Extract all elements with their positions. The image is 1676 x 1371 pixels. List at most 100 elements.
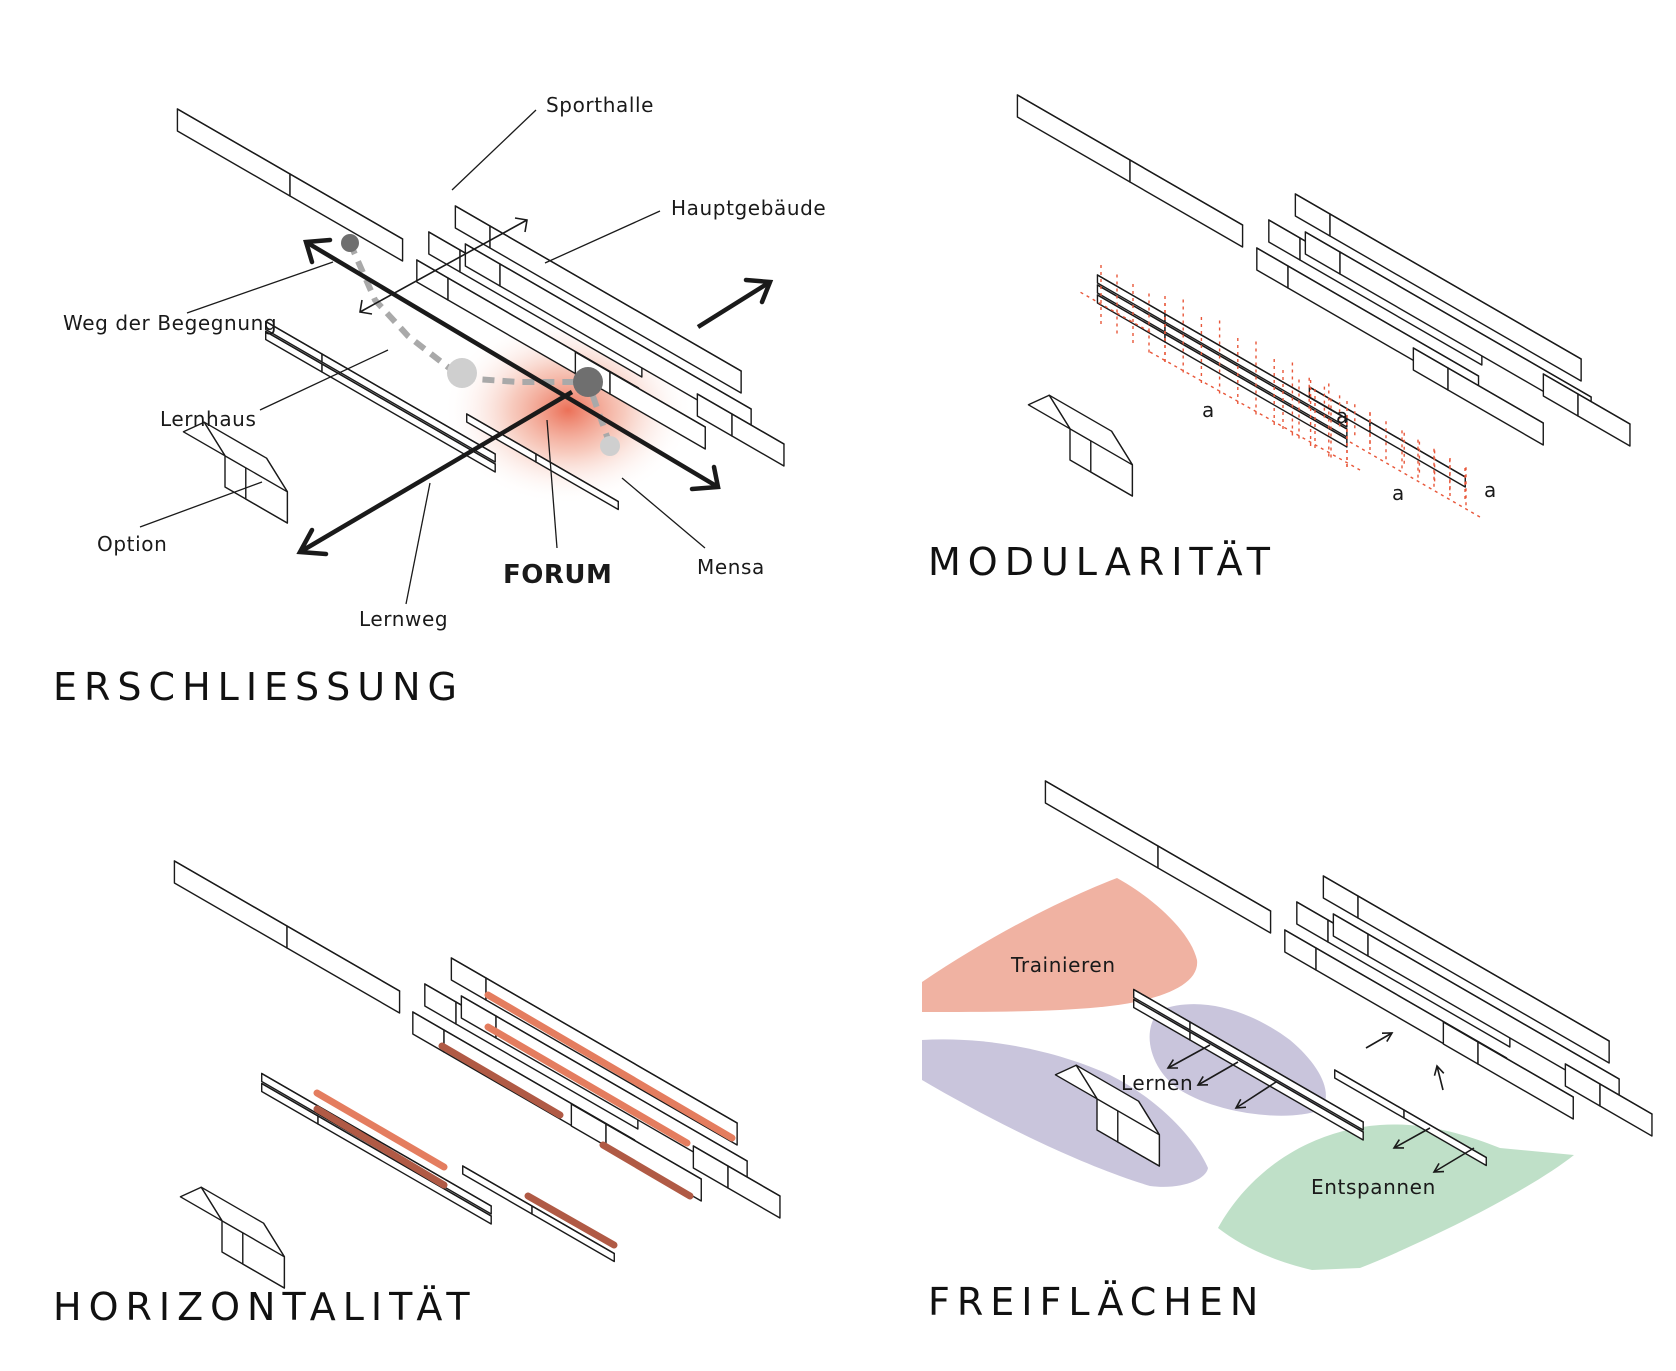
option-house-roof-side: [182, 421, 226, 457]
outward-arrows: [1166, 1032, 1475, 1173]
title-horizontalitaet: HORIZONTALITÄT: [53, 1285, 477, 1329]
label-option: Option: [97, 532, 167, 556]
option-house-roof-side: [179, 1186, 223, 1222]
haupt-bar-1-top: [454, 205, 742, 372]
haupt-bar-1-top: [450, 957, 738, 1124]
haupt-bar-1-side-left: [450, 957, 487, 1001]
label-weg-der-begegnung: Weg der Begegnung: [63, 311, 277, 335]
haupt-bar-1-side-left: [1294, 193, 1331, 237]
haupt-bar-1-side-left: [1322, 875, 1359, 919]
leader-mensa: [621, 477, 706, 549]
sporthalle-top: [1016, 94, 1244, 226]
label-forum: FORUM: [503, 560, 612, 590]
begegnung-dot-1: [341, 234, 359, 252]
arrow-mensa-sw: [1393, 1127, 1431, 1149]
arrow-lernen-3-head: [1234, 1098, 1247, 1109]
zone-label-trainieren: Trainieren: [1010, 953, 1116, 977]
lernhaus-mid-top: [1096, 284, 1348, 430]
haupt-bar-1-top: [1294, 193, 1582, 360]
lernhaus-mid-side-front: [1164, 323, 1348, 438]
haupt-bar-6-top: [574, 351, 706, 428]
main-axis-diagonal: [304, 240, 720, 489]
arrow-mensa-n-head: [1433, 1064, 1445, 1076]
sporthalle-side-front: [1129, 159, 1244, 248]
arrow-lernen-3: [1235, 1081, 1277, 1109]
label-lernhaus: Lernhaus: [160, 407, 256, 431]
module-label-a-1: a: [1202, 398, 1214, 422]
begegnung-dot-3: [573, 367, 603, 397]
arrowhead-nw: [303, 237, 333, 265]
panel-erschliessung: Sporthalle Hauptgebäude Weg der Begegnun…: [53, 93, 826, 709]
band-6: [599, 1141, 694, 1200]
grid-base-front: [1149, 351, 1361, 471]
haupt-bar-1-top: [1322, 875, 1610, 1042]
thin-axis: [359, 219, 528, 313]
lernhaus-lower-top: [1096, 294, 1348, 440]
panel-horizontalitaet: HORIZONTALITÄT: [53, 860, 781, 1329]
buildings-horizontalitaet: [173, 860, 781, 1289]
arrowhead-ne: [743, 277, 774, 305]
label-mensa: Mensa: [697, 555, 765, 579]
sporthalle-side-left: [1016, 94, 1131, 183]
band-7: [524, 1192, 618, 1249]
buildings-modularitaet: [1016, 94, 1631, 497]
haupt-bar-2-side-left: [424, 983, 457, 1025]
lernhaus-lower-top: [1133, 998, 1364, 1133]
lernhaus-upper-top: [265, 320, 496, 455]
arrow-lernen-1: [1167, 1044, 1211, 1069]
leader-option: [139, 481, 263, 528]
panel-modularitaet: a a a a MODULARITÄT: [928, 94, 1631, 584]
arrow-ne: [696, 280, 772, 329]
lernhaus-upper-top: [1096, 274, 1348, 420]
arrow-mensa-s: [1433, 1147, 1475, 1173]
haupt-bar-4-side-left: [1284, 929, 1317, 971]
arrow-mensa-s-head: [1432, 1162, 1445, 1173]
band-4: [313, 1089, 448, 1171]
option-house-roof-side: [1054, 1064, 1098, 1100]
haupt-bar-5-top: [692, 1145, 781, 1197]
module-grid: [1079, 264, 1481, 518]
zone-label-entspannen: Entspannen: [1311, 1175, 1436, 1199]
lernhaus-upper-top: [1133, 988, 1364, 1123]
lernhaus-lower-top: [261, 1082, 492, 1217]
module-label-a-4: a: [1484, 478, 1496, 502]
mensa-side-front: [531, 1205, 615, 1263]
haupt-bar-2-side-left: [1296, 901, 1329, 943]
haupt-bar-2-side-left: [1268, 219, 1301, 261]
title-modularitaet: MODULARITÄT: [928, 540, 1277, 584]
module-label-a-3: a: [1392, 481, 1404, 505]
zone-label-lernen: Lernen: [1121, 1071, 1193, 1095]
haupt-bar-6-side-left: [570, 1103, 607, 1147]
band-3: [438, 1042, 564, 1119]
haupt-bar-1-side-left: [454, 205, 491, 249]
panel-freiflaechen: Trainieren Lernen Entspannen FREIFLÄCHEN: [922, 780, 1653, 1324]
sporthalle-top: [176, 108, 404, 240]
mensa-top: [466, 413, 619, 503]
leader-weg: [186, 261, 334, 314]
mensa-top: [1334, 1069, 1487, 1159]
haupt-bar-5-top: [696, 393, 785, 445]
label-hauptgebaeude: Hauptgebäude: [671, 196, 826, 220]
haupt-bar-6-side-left: [1442, 1021, 1479, 1065]
haupt-bar-6-top: [1442, 1021, 1574, 1098]
leader-sporthalle: [451, 109, 537, 191]
band-1: [484, 991, 736, 1142]
arrow-lernen-ne: [1365, 1032, 1393, 1049]
leader-hauptgebaeude: [544, 210, 661, 264]
title-freiflaechen: FREIFLÄCHEN: [928, 1280, 1265, 1324]
haupt-bar-3-top: [460, 995, 748, 1162]
band-5: [313, 1105, 448, 1189]
haupt-bar-3-top: [464, 243, 752, 410]
arrow-lernen-1-head: [1166, 1059, 1179, 1069]
arrow-lernen-2: [1197, 1061, 1239, 1086]
lernweg-axis: [298, 390, 574, 554]
haupt-bar-4-side-left: [1256, 247, 1289, 289]
thin-arrowhead-sw: [359, 299, 373, 315]
begegnung-dot-4: [600, 436, 620, 456]
lernhaus-upper-top: [261, 1072, 492, 1207]
haupt-bar-6-top: [1412, 347, 1544, 424]
haupt-bar-6-top: [570, 1103, 702, 1180]
haupt-bar-3-top: [1304, 231, 1592, 398]
title-erschliessung: ERSCHLIESSUNG: [53, 665, 464, 709]
